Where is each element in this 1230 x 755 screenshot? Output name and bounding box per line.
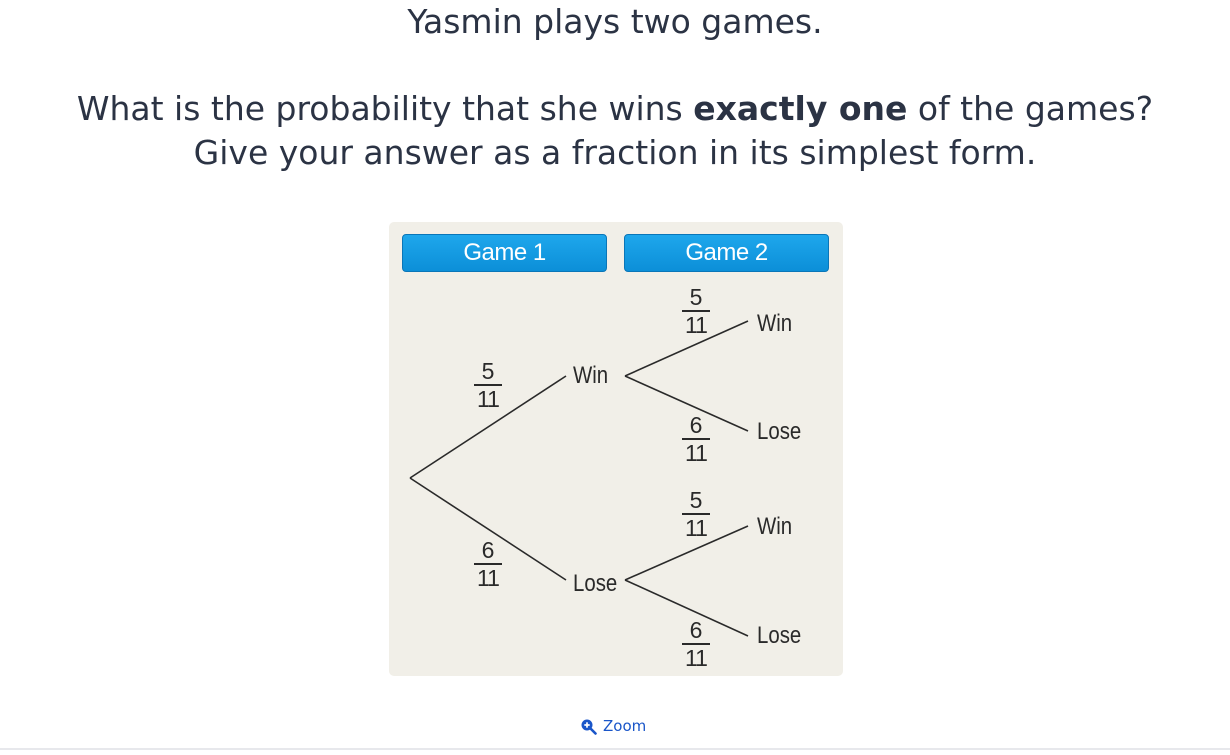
game1-lose-probability: 6 11 <box>471 538 505 590</box>
tree-diagram: Game 1 Game 2 Win Lose 5 11 6 11 Win Los… <box>389 222 843 676</box>
fraction-bar <box>682 513 710 515</box>
question-prompt: What is the probability that she wins ex… <box>0 87 1230 131</box>
fraction-bar <box>474 563 502 565</box>
numerator: 5 <box>689 487 703 513</box>
branch-game1-win <box>409 375 567 479</box>
denominator: 11 <box>685 515 708 541</box>
branch-lose-win <box>624 525 749 581</box>
numerator: 5 <box>689 284 703 310</box>
zoom-button[interactable]: Zoom <box>580 714 646 738</box>
game2-win-win-probability: 5 11 <box>679 285 713 337</box>
numerator: 6 <box>689 617 703 643</box>
game2-header: Game 2 <box>624 234 829 272</box>
fraction-bar <box>682 438 710 440</box>
question-title: Yasmin plays two games. <box>407 2 823 41</box>
denominator: 11 <box>685 440 708 466</box>
branch-win-win <box>624 320 749 377</box>
denominator: 11 <box>685 645 708 671</box>
game2-win-lose-label: Lose <box>757 418 802 445</box>
question-prompt-end: of the games? <box>907 89 1154 128</box>
game2-lose-lose-label: Lose <box>757 622 802 649</box>
numerator: 5 <box>481 358 495 384</box>
zoom-label: Zoom <box>603 717 647 735</box>
fraction-bar <box>474 384 502 386</box>
tree-branches <box>409 320 749 637</box>
branch-game1-lose <box>409 477 567 581</box>
fraction-bar <box>682 643 710 645</box>
denominator: 11 <box>685 312 708 338</box>
game1-win-probability: 5 11 <box>471 359 505 411</box>
zoom-in-icon <box>581 719 597 735</box>
numerator: 6 <box>689 412 703 438</box>
game2-win-win-label: Win <box>757 310 793 337</box>
question-emphasis: exactly one <box>693 89 908 128</box>
question-prompt-start: What is the probability that she wins <box>76 89 694 128</box>
game1-lose-label: Lose <box>573 570 618 597</box>
denominator: 11 <box>477 386 500 412</box>
game2-lose-win-label: Win <box>757 513 793 540</box>
branch-win-lose <box>624 375 749 432</box>
game2-lose-win-probability: 5 11 <box>679 488 713 540</box>
game2-win-lose-probability: 6 11 <box>679 413 713 465</box>
answer-instruction: Give your answer as a fraction in its si… <box>193 133 1037 172</box>
numerator: 6 <box>481 537 495 563</box>
divider <box>0 748 1230 750</box>
game1-header: Game 1 <box>402 234 607 272</box>
denominator: 11 <box>477 565 500 591</box>
branch-lose-lose <box>624 579 749 637</box>
fraction-bar <box>682 310 710 312</box>
game1-win-label: Win <box>573 362 609 389</box>
game2-lose-lose-probability: 6 11 <box>679 618 713 670</box>
